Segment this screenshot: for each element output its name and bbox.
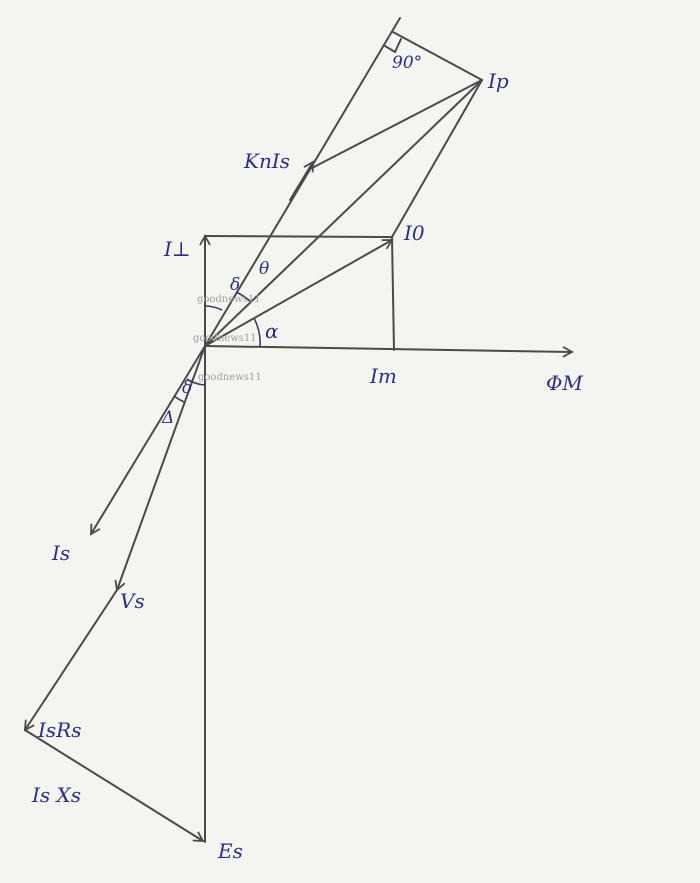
is-xs-vector <box>24 729 205 842</box>
es-label: Es <box>217 839 243 863</box>
i0-vector <box>204 239 394 347</box>
is-rs-vector <box>23 589 118 732</box>
vs-vector <box>114 345 206 592</box>
perpendicular-line <box>392 31 483 81</box>
phi-m-label: ΦM <box>546 371 583 395</box>
watermark: goodnews11 <box>197 294 261 305</box>
i-perp-label: I⊥ <box>163 237 191 261</box>
ip-to-i0-line <box>391 79 483 238</box>
theta-label: θ <box>259 259 269 279</box>
is-label: Is <box>51 541 70 565</box>
i0-label: I0 <box>403 221 425 245</box>
is-rs-label: IsRs <box>37 718 82 742</box>
delta-label-lower: δ <box>182 378 192 398</box>
delta-label-upper: δ <box>230 275 240 295</box>
flux-axis <box>204 345 574 358</box>
vs-label: Vs <box>120 589 145 613</box>
right-angle-mark <box>384 38 402 54</box>
delta-arc-upper <box>204 305 223 311</box>
right-angle-label: 90° <box>392 53 422 73</box>
delta-small-label: Δ <box>161 408 174 428</box>
ip-label: Ip <box>487 69 509 93</box>
watermark: goodnews11 <box>193 333 257 344</box>
delta-small-arc <box>173 395 185 403</box>
reflected-secondary-line <box>204 17 401 347</box>
delta-arc-lower <box>186 378 206 386</box>
watermark: goodnews11 <box>198 372 262 383</box>
theta-arc <box>235 291 252 303</box>
is-vector <box>90 345 206 536</box>
is-xs-label: Is Xs <box>31 783 81 807</box>
ip-vector <box>204 79 483 347</box>
i-perp-top-line <box>204 235 393 238</box>
kn-is-label: KnIs <box>243 149 290 173</box>
i0-vertical-line <box>391 236 395 351</box>
alpha-arc <box>253 317 261 348</box>
kn-is-parallel-line <box>311 79 483 169</box>
kn-is-arrow-mark <box>289 160 314 201</box>
im-label: Im <box>369 364 397 388</box>
alpha-label: α <box>265 319 279 343</box>
